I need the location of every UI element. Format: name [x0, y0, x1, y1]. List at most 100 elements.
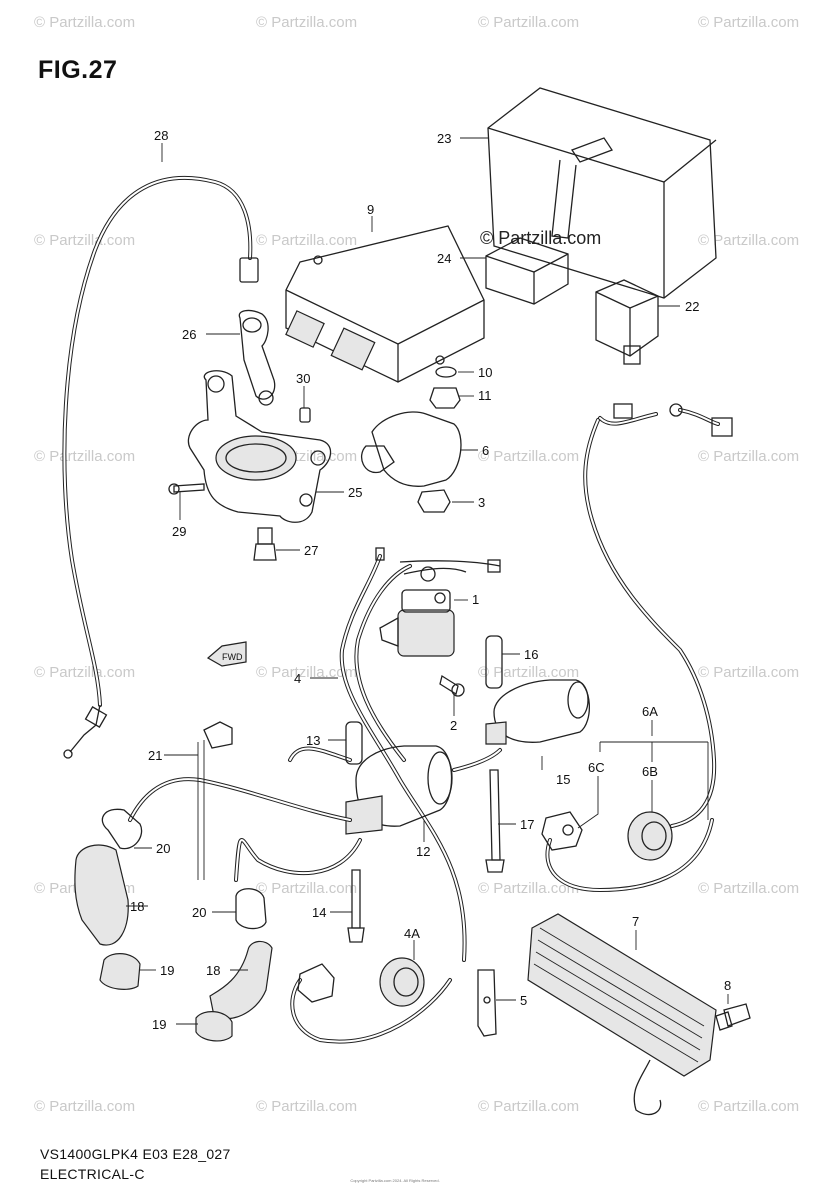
- clamp-5: [477, 969, 497, 1037]
- watermark: © Partzilla.com: [256, 1098, 358, 1115]
- label-6A: 6A: [642, 704, 658, 719]
- unit-22: [595, 279, 659, 365]
- label-16: 16: [524, 647, 538, 662]
- label-3: 3: [478, 495, 485, 510]
- watermark: © Partzilla.com: [256, 14, 358, 31]
- label-4: 4: [294, 671, 301, 686]
- label-18-b: 18: [206, 963, 220, 978]
- watermark: © Partzilla.com: [698, 232, 800, 249]
- label-17: 17: [520, 817, 534, 832]
- ignition-coil-15: [485, 679, 591, 745]
- clamp-21: [197, 721, 233, 880]
- watermark: © Partzilla.com: [34, 664, 136, 681]
- label-28: 28: [154, 128, 168, 143]
- watermark: © Partzilla.com: [34, 14, 136, 31]
- label-23: 23: [437, 131, 451, 146]
- watermark: © Partzilla.com: [478, 448, 580, 465]
- nut-3: [417, 489, 451, 513]
- label-14: 14: [312, 905, 326, 920]
- cable-28: [62, 176, 259, 759]
- label-8: 8: [724, 978, 731, 993]
- main-harness-4: [339, 547, 501, 962]
- label-20-b: 20: [192, 905, 206, 920]
- watermark: © Partzilla.com: [478, 664, 580, 681]
- sensor-harness-6A: [545, 403, 733, 893]
- bolt-14: [347, 869, 365, 943]
- bolt-17: [485, 769, 505, 873]
- label-6C: 6C: [588, 760, 605, 775]
- label-24: 24: [437, 251, 451, 266]
- screw-29: [168, 483, 205, 495]
- watermark: © Partzilla.com: [478, 1098, 580, 1115]
- label-1: 1: [472, 592, 479, 607]
- watermark: © Partzilla.com: [478, 880, 580, 897]
- relay-24: [485, 237, 569, 305]
- label-5: 5: [520, 993, 527, 1008]
- plug-cap-right: [195, 888, 273, 1042]
- bolt-27: [253, 527, 277, 561]
- label-22: 22: [685, 299, 699, 314]
- bolt-8: [715, 1003, 751, 1031]
- watermark: © Partzilla.com: [256, 880, 358, 897]
- label-13: 13: [306, 733, 320, 748]
- label-20-a: 20: [156, 841, 170, 856]
- washer-10: [435, 366, 457, 378]
- fwd-arrow: FWD: [206, 641, 247, 667]
- hv-leads: [128, 746, 502, 882]
- watermark: © Partzilla.com: [256, 232, 358, 249]
- label-2: 2: [450, 718, 457, 733]
- cover-6: [361, 411, 462, 487]
- label-25: 25: [348, 485, 362, 500]
- box-cover-23: [487, 87, 717, 299]
- label-19-b: 19: [152, 1017, 166, 1032]
- sensor-6B: [627, 811, 673, 861]
- label-10: 10: [478, 365, 492, 380]
- relay-bracket-25: [187, 370, 332, 523]
- part-labels: 28 9 23 24 22 26 30 10 11 6 3 25 29 27 1…: [130, 128, 731, 1032]
- sensor-6C: [541, 811, 583, 851]
- bolt-2: [439, 674, 465, 697]
- watermark: © Partzilla.com: [256, 664, 358, 681]
- label-21: 21: [148, 748, 162, 763]
- spacer-16: [485, 635, 503, 689]
- label-6B: 6B: [642, 764, 658, 779]
- label-9: 9: [367, 202, 374, 217]
- label-19-a: 19: [160, 963, 174, 978]
- ignition-coil-12: [345, 745, 453, 835]
- watermark: © Partzilla.com: [478, 14, 580, 31]
- plug-cap-left: [74, 808, 143, 990]
- label-30: 30: [296, 371, 310, 386]
- watermark: © Partzilla.com: [34, 232, 136, 249]
- spacer-13: [345, 721, 363, 765]
- watermark: © Partzilla.com: [34, 1098, 136, 1115]
- fwd-label: FWD: [222, 652, 243, 662]
- watermark: © Partzilla.com: [698, 448, 800, 465]
- nut-11: [429, 387, 461, 409]
- figure-title: FIG.27: [38, 56, 118, 84]
- igniter-9: [285, 225, 485, 383]
- starter-relay-1: [379, 566, 455, 657]
- label-7: 7: [632, 914, 639, 929]
- watermark: © Partzilla.com: [34, 448, 136, 465]
- label-27: 27: [304, 543, 318, 558]
- copyright-note: Copyright Partzilla.com 2024. All Rights…: [350, 1178, 440, 1183]
- watermark: © Partzilla.com: [698, 664, 800, 681]
- label-15: 15: [556, 772, 570, 787]
- watermark: © Partzilla.com: [698, 1098, 800, 1115]
- screw-30: [299, 407, 311, 423]
- label-26: 26: [182, 327, 196, 342]
- watermark: © Partzilla.com: [698, 14, 800, 31]
- label-12: 12: [416, 844, 430, 859]
- label-29: 29: [172, 524, 186, 539]
- label-18-a: 18: [130, 899, 144, 914]
- watermark: © Partzilla.com: [698, 880, 800, 897]
- bracket-26: [238, 309, 276, 406]
- regulator-7: [527, 913, 717, 1116]
- label-4A: 4A: [404, 926, 420, 941]
- section-name: ELECTRICAL-C: [40, 1166, 145, 1182]
- leader-lines: [126, 137, 729, 1025]
- center-watermark: © Partzilla.com: [480, 228, 602, 248]
- label-11: 11: [478, 388, 492, 403]
